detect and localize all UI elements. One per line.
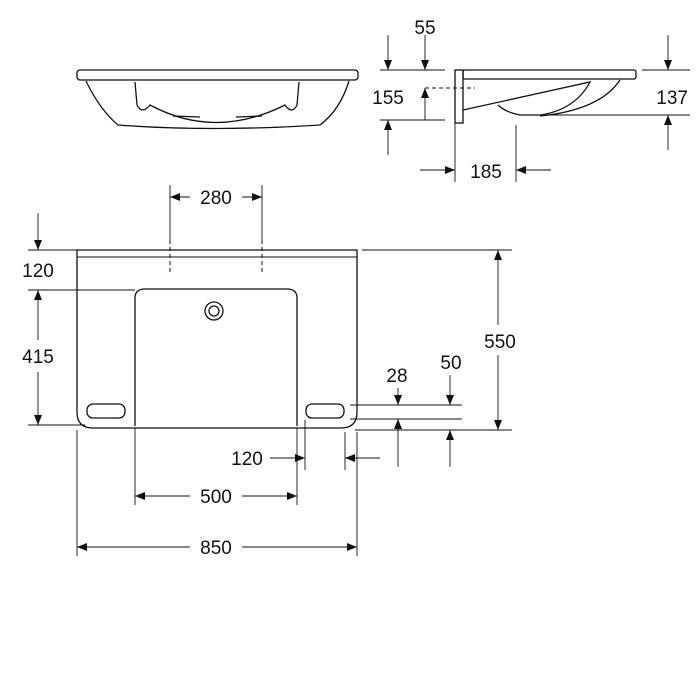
plan-dimensions: 280 120 415 550 28 50 120 500 850: [22, 185, 516, 559]
dim-155: 155: [372, 88, 404, 109]
dim-55: 55: [414, 18, 435, 39]
left-handle: [86, 403, 126, 419]
dim-500: 500: [200, 487, 232, 508]
plan-view: [76, 240, 358, 429]
dim-850: 850: [200, 538, 232, 559]
dim-28: 28: [386, 366, 407, 387]
side-dimensions: 55 155 137 185: [372, 18, 690, 183]
right-handle: [305, 403, 345, 419]
dim-50: 50: [440, 353, 461, 374]
dim-415: 415: [22, 347, 54, 368]
dim-280: 280: [200, 188, 232, 209]
dim-137: 137: [656, 88, 688, 109]
dim-120-rim: 120: [22, 261, 54, 282]
dim-120-handle: 120: [231, 449, 263, 470]
drain-icon: [204, 301, 224, 321]
dim-550: 550: [484, 332, 516, 353]
dim-185: 185: [470, 162, 502, 183]
front-elevation-view: [76, 69, 359, 130]
